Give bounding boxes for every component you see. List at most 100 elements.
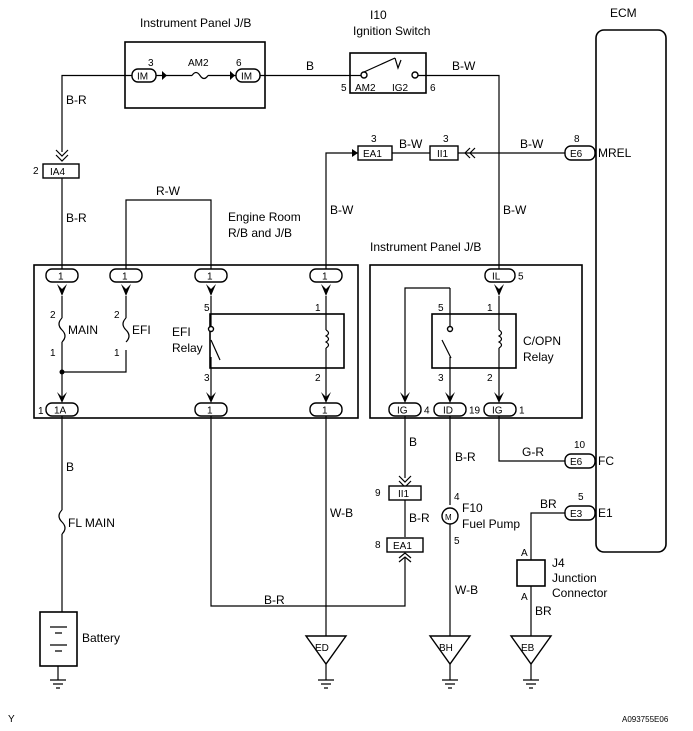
svg-text:2: 2 bbox=[487, 373, 493, 384]
svg-text:2: 2 bbox=[50, 310, 56, 321]
svg-text:3: 3 bbox=[204, 373, 210, 384]
fl-main-label: FL MAIN bbox=[68, 516, 115, 530]
svg-text:E1: E1 bbox=[598, 506, 613, 520]
efi-relay-label: EFI bbox=[172, 325, 191, 339]
svg-text:8: 8 bbox=[375, 540, 381, 551]
svg-text:EA1: EA1 bbox=[363, 149, 382, 160]
svg-text:FC: FC bbox=[598, 454, 614, 468]
engine-room-bottom-connectors: 1A 1 1 bbox=[45, 402, 343, 417]
svg-text:10: 10 bbox=[574, 440, 586, 451]
svg-text:1: 1 bbox=[207, 406, 213, 417]
svg-text:BR: BR bbox=[535, 604, 552, 618]
svg-text:B-W: B-W bbox=[399, 137, 423, 151]
svg-text:8: 8 bbox=[574, 134, 580, 145]
svg-text:IM: IM bbox=[137, 72, 148, 83]
panel-right-bottom-connectors: IG 4 ID 19 IG 1 bbox=[388, 402, 525, 417]
svg-text:B-W: B-W bbox=[503, 203, 527, 217]
svg-text:1: 1 bbox=[122, 272, 128, 283]
relay-coil-icon bbox=[324, 329, 330, 349]
panel-right-title: Instrument Panel J/B bbox=[370, 240, 481, 254]
svg-text:R-W: R-W bbox=[156, 184, 181, 198]
svg-text:BH: BH bbox=[439, 643, 453, 654]
connector-e6-top bbox=[564, 145, 596, 161]
svg-text:B-R: B-R bbox=[66, 211, 87, 225]
svg-text:2: 2 bbox=[33, 166, 39, 177]
pin-im-left: 3 bbox=[148, 58, 154, 69]
svg-text:B-W: B-W bbox=[330, 203, 354, 217]
engine-room-top-connectors: 1 1 1 1 bbox=[45, 268, 343, 283]
svg-text:IG2: IG2 bbox=[392, 83, 409, 94]
svg-text:1: 1 bbox=[114, 348, 120, 359]
copn-relay-box bbox=[431, 313, 517, 369]
svg-text:1A: 1A bbox=[54, 406, 67, 417]
svg-text:1: 1 bbox=[322, 272, 328, 283]
svg-text:3: 3 bbox=[438, 373, 444, 384]
svg-text:1: 1 bbox=[38, 406, 44, 417]
fuel-pump-id: F10 bbox=[462, 501, 483, 515]
copn-relay-label: C/OPN bbox=[523, 334, 561, 348]
ecm-box bbox=[595, 29, 667, 553]
svg-text:1: 1 bbox=[322, 406, 328, 417]
svg-text:Relay: Relay bbox=[172, 341, 203, 355]
ignition-switch-box bbox=[349, 52, 427, 94]
fuse-am2-label: AM2 bbox=[188, 58, 209, 69]
battery-icon bbox=[39, 611, 78, 667]
fl-main-fuse-icon bbox=[58, 509, 66, 535]
svg-text:5: 5 bbox=[204, 303, 210, 314]
panel-top-title: Instrument Panel J/B bbox=[140, 16, 251, 30]
svg-text:1: 1 bbox=[315, 303, 321, 314]
svg-text:B: B bbox=[66, 460, 74, 474]
svg-text:J4: J4 bbox=[552, 556, 565, 570]
main-fuse-label: MAIN bbox=[68, 323, 98, 337]
svg-text:ID: ID bbox=[443, 406, 453, 417]
svg-text:ED: ED bbox=[315, 643, 329, 654]
svg-text:A: A bbox=[521, 592, 528, 603]
svg-text:Relay: Relay bbox=[523, 350, 554, 364]
efi-relay-box bbox=[209, 313, 345, 369]
connector-e6-fc bbox=[564, 453, 596, 469]
svg-text:Connector: Connector bbox=[552, 586, 607, 600]
svg-text:B-R: B-R bbox=[409, 511, 430, 525]
fuse-efi-icon bbox=[122, 317, 130, 343]
svg-text:E3: E3 bbox=[570, 509, 583, 520]
panel-right-box bbox=[369, 264, 583, 419]
svg-text:IG: IG bbox=[492, 406, 503, 417]
svg-text:A: A bbox=[521, 548, 528, 559]
svg-text:B-R: B-R bbox=[264, 593, 285, 607]
svg-text:W-B: W-B bbox=[455, 583, 478, 597]
svg-text:5: 5 bbox=[454, 536, 460, 547]
ign-switch-name: Ignition Switch bbox=[353, 24, 430, 38]
ground-eb bbox=[509, 635, 553, 666]
fuse-main-icon bbox=[58, 317, 66, 343]
svg-text:19: 19 bbox=[469, 406, 481, 417]
svg-text:EB: EB bbox=[521, 643, 535, 654]
svg-text:5: 5 bbox=[438, 303, 444, 314]
svg-text:B: B bbox=[306, 59, 314, 73]
svg-text:1: 1 bbox=[487, 303, 493, 314]
svg-text:B-R: B-R bbox=[66, 93, 87, 107]
svg-text:W-B: W-B bbox=[330, 506, 353, 520]
connector-ea1-bot bbox=[386, 537, 424, 553]
relay-switch-icon bbox=[210, 339, 221, 361]
connector-ia4 bbox=[42, 163, 80, 179]
svg-text:B-R: B-R bbox=[455, 450, 476, 464]
svg-text:II1: II1 bbox=[398, 489, 410, 500]
pin-im-right: 6 bbox=[236, 58, 242, 69]
svg-text:R/B and J/B: R/B and J/B bbox=[228, 226, 292, 240]
corner-mark: Y bbox=[8, 714, 15, 725]
ign-switch-id: I10 bbox=[370, 8, 387, 22]
ground-bh bbox=[428, 635, 472, 666]
svg-text:2: 2 bbox=[114, 310, 120, 321]
svg-text:IL: IL bbox=[492, 272, 501, 283]
svg-text:EA1: EA1 bbox=[393, 541, 412, 552]
svg-text:B-W: B-W bbox=[520, 137, 544, 151]
svg-text:3: 3 bbox=[371, 134, 377, 145]
connector-il bbox=[484, 268, 516, 283]
svg-text:5: 5 bbox=[518, 272, 524, 283]
ground-ed bbox=[304, 635, 348, 666]
svg-text:4: 4 bbox=[424, 406, 430, 417]
battery-label: Battery bbox=[82, 631, 120, 645]
svg-text:IA4: IA4 bbox=[50, 167, 65, 178]
engine-room-box bbox=[33, 264, 359, 419]
